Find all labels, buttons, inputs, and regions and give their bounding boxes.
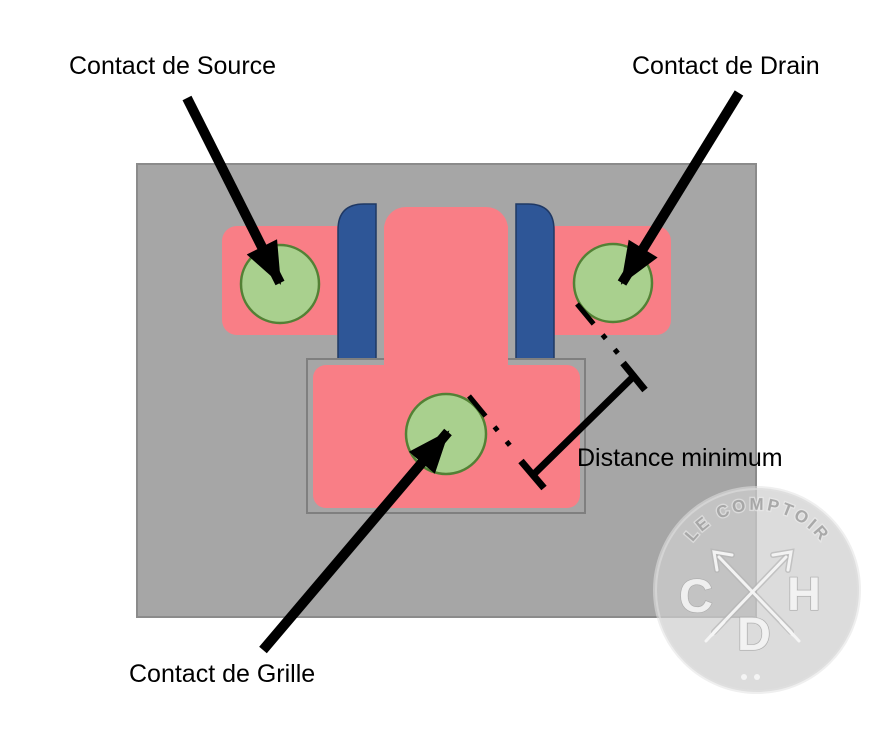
watermark-letter-d: D: [737, 607, 771, 660]
label-contact-grille: Contact de Grille: [129, 660, 316, 688]
gate-callout-arrow: [259, 428, 452, 654]
watermark-letter-h: H: [787, 567, 821, 620]
label-contact-drain: Contact de Drain: [632, 52, 820, 80]
drain-extension-dashline: [575, 302, 623, 359]
gate-finger-right: [515, 203, 555, 360]
label-distance-minimum: Distance minimum: [577, 444, 783, 472]
gate-finger-left: [337, 203, 377, 360]
separation-strip-left: [376, 204, 384, 360]
watermark-crossed-arrows-icon: [704, 548, 801, 643]
drain-callout-arrow: [617, 90, 744, 286]
watermark-badge: LE COMPTOIR C H D: [653, 486, 861, 694]
watermark-dot: [754, 674, 760, 680]
dimension-cap-lower: [518, 458, 547, 491]
separation-strip-right: [508, 204, 516, 360]
watermark-letter-c: C: [679, 569, 713, 622]
label-contact-source: Contact de Source: [69, 52, 277, 80]
source-contact-circle: [239, 243, 321, 325]
watermark-dot: [741, 674, 747, 680]
source-callout-arrow: [182, 95, 285, 286]
dimension-line: [530, 373, 637, 478]
gate-extension-dashline: [467, 394, 514, 450]
